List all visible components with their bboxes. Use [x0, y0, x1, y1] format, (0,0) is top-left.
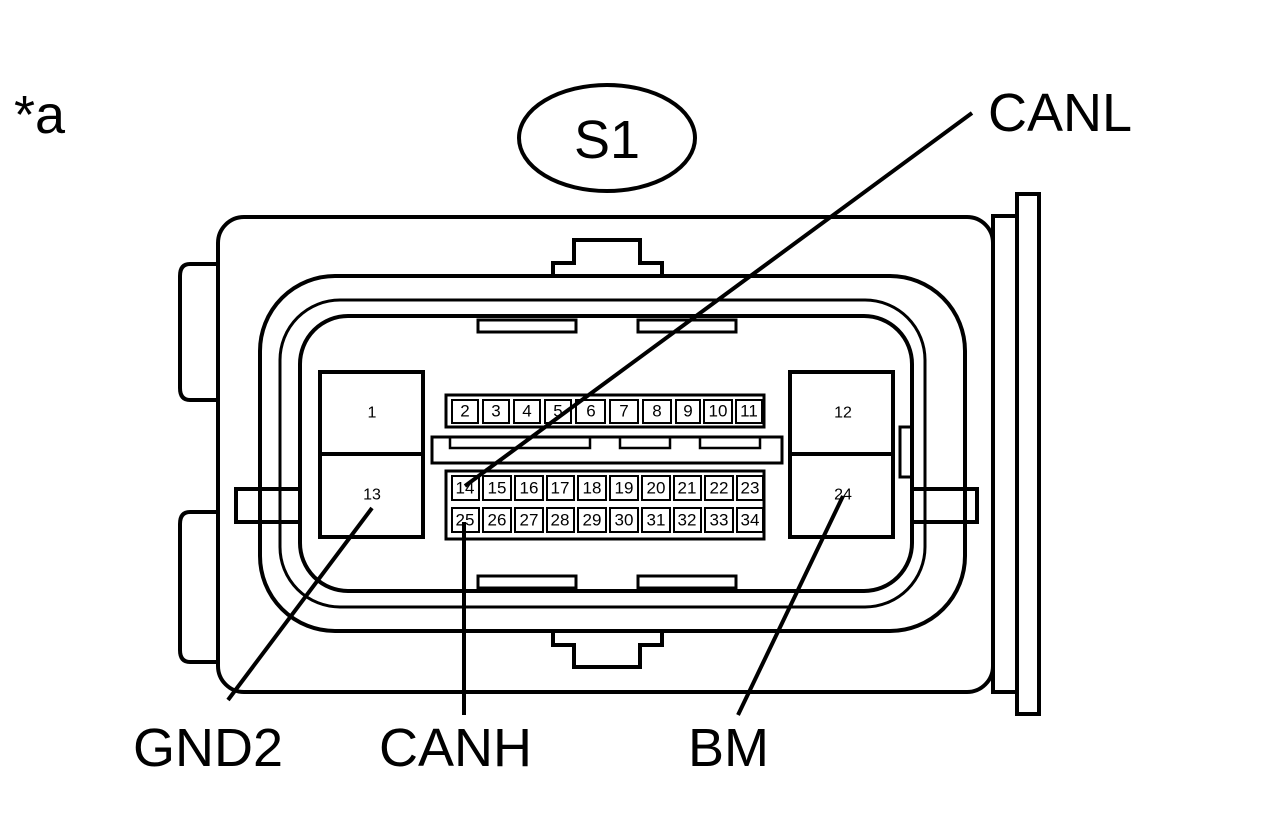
bm-label: BM [688, 718, 769, 778]
pin-11: 11 [740, 402, 758, 421]
pin-26: 26 [488, 511, 507, 530]
pin-7: 7 [619, 402, 628, 421]
pin-22: 22 [710, 479, 729, 498]
pin-20: 20 [647, 479, 666, 498]
pin-32: 32 [678, 511, 697, 530]
pin-13: 13 [363, 487, 381, 504]
pin-29: 29 [583, 511, 602, 530]
pin-33: 33 [710, 511, 729, 530]
pin-18: 18 [583, 479, 602, 498]
pin-28: 28 [551, 511, 570, 530]
pin-17: 17 [551, 479, 570, 498]
canh-label: CANH [379, 718, 532, 778]
connector-code-badge: S1 [517, 83, 697, 193]
pin-23: 23 [741, 479, 760, 498]
pin-34: 34 [741, 511, 760, 530]
pin-2: 2 [460, 402, 469, 421]
bm-leader-line [736, 495, 845, 716]
pin-15: 15 [488, 479, 507, 498]
bottom-pin-row: 25 26 27 28 29 30 31 32 33 34 [451, 507, 764, 533]
pin-27: 27 [520, 511, 539, 530]
gnd2-leader-line [226, 506, 374, 702]
pin-6: 6 [586, 402, 595, 421]
figure-marker: *a [14, 85, 66, 145]
pin-4: 4 [522, 402, 531, 421]
connector-housing [178, 192, 1041, 716]
pin-1: 1 [368, 405, 377, 422]
pin-3: 3 [491, 402, 500, 421]
pin-31: 31 [647, 511, 666, 530]
pin-8: 8 [652, 402, 661, 421]
pin-21: 21 [678, 479, 697, 498]
connector-code: S1 [574, 110, 640, 170]
top-pin-row: 2 3 4 5 6 7 8 9 10 11 [451, 399, 763, 424]
pin-16: 16 [520, 479, 539, 498]
pin-12: 12 [834, 405, 852, 422]
gnd2-label: GND2 [133, 718, 283, 778]
pin-9: 9 [683, 402, 692, 421]
canl-leader-line [463, 111, 974, 488]
pin-24: 24 [834, 487, 852, 504]
pin-10: 10 [709, 402, 728, 421]
pin-19: 19 [615, 479, 634, 498]
pin-5: 5 [553, 402, 562, 421]
pin-25: 25 [456, 511, 475, 530]
middle-pin-row: 14 15 16 17 18 19 20 21 22 23 [451, 475, 764, 501]
pin-30: 30 [615, 511, 634, 530]
canl-label: CANL [988, 83, 1132, 143]
